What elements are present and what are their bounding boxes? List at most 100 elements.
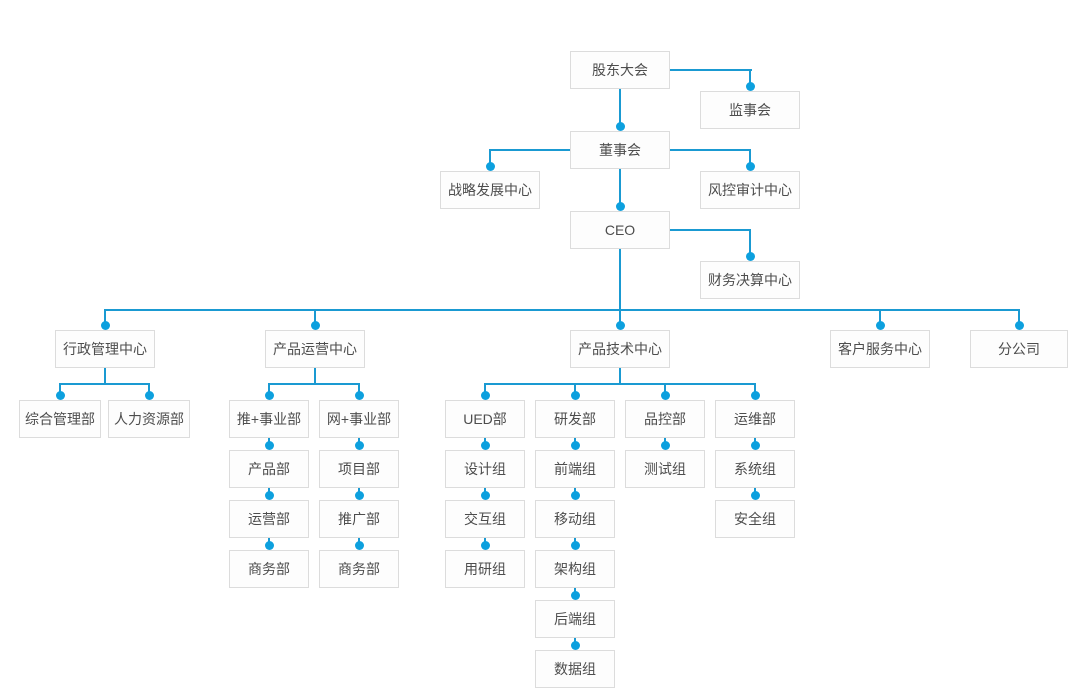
connector-dot <box>145 391 154 400</box>
connector-line <box>484 383 756 385</box>
connector-dot <box>571 541 580 550</box>
connector-dot <box>265 391 274 400</box>
org-node-project-dept: 项目部 <box>319 450 399 488</box>
connector-dot <box>571 491 580 500</box>
org-node-tui-business-unit: 推+事业部 <box>229 400 309 438</box>
connector-line <box>104 367 106 385</box>
connector-line <box>314 309 316 326</box>
connector-dot <box>355 391 364 400</box>
connector-line <box>358 383 360 396</box>
org-node-risk-audit-center: 风控审计中心 <box>700 171 800 209</box>
org-node-wang-business-unit: 网+事业部 <box>319 400 399 438</box>
connector-dot <box>571 641 580 650</box>
connector-dot <box>355 541 364 550</box>
org-node-customer-service-center: 客户服务中心 <box>830 330 930 368</box>
connector-line <box>749 149 751 167</box>
org-node-product-dept: 产品部 <box>229 450 309 488</box>
org-node-quality-control-dept: 品控部 <box>625 400 705 438</box>
connector-line <box>268 383 270 396</box>
org-node-testing-group: 测试组 <box>625 450 705 488</box>
connector-line <box>148 383 150 396</box>
connector-dot <box>311 321 320 330</box>
connector-dot <box>486 162 495 171</box>
org-node-design-group: 设计组 <box>445 450 525 488</box>
org-node-business-dept-tui: 商务部 <box>229 550 309 588</box>
connector-dot <box>661 391 670 400</box>
org-node-general-management-dept: 综合管理部 <box>19 400 101 438</box>
org-node-backend-group: 后端组 <box>535 600 615 638</box>
org-node-strategy-development-center: 战略发展中心 <box>440 171 540 209</box>
org-node-ceo: CEO <box>570 211 670 249</box>
connector-line <box>619 367 621 385</box>
connector-dot <box>616 202 625 211</box>
org-node-architecture-group: 架构组 <box>535 550 615 588</box>
org-node-user-research-group: 用研组 <box>445 550 525 588</box>
org-node-branch-company: 分公司 <box>970 330 1068 368</box>
org-node-om-dept: 运维部 <box>715 400 795 438</box>
connector-line <box>669 149 751 151</box>
connector-line <box>489 149 491 167</box>
org-node-board-of-directors: 董事会 <box>570 131 670 169</box>
connector-dot <box>481 541 490 550</box>
org-node-admin-management-center: 行政管理中心 <box>55 330 155 368</box>
org-node-rd-dept: 研发部 <box>535 400 615 438</box>
connector-dot <box>746 252 755 261</box>
connector-line <box>619 168 621 207</box>
org-node-product-technology-center: 产品技术中心 <box>570 330 670 368</box>
connector-dot <box>751 441 760 450</box>
connector-dot <box>481 391 490 400</box>
connector-dot <box>355 491 364 500</box>
connector-dot <box>571 591 580 600</box>
connector-line <box>314 367 316 385</box>
connector-line <box>749 69 751 88</box>
org-node-finance-settlement-center: 财务决算中心 <box>700 261 800 299</box>
org-node-system-group: 系统组 <box>715 450 795 488</box>
connector-line <box>669 229 751 231</box>
connector-dot <box>265 491 274 500</box>
connector-dot <box>571 441 580 450</box>
connector-dot <box>355 441 364 450</box>
connector-line <box>104 309 106 326</box>
connector-dot <box>265 541 274 550</box>
connector-dot <box>746 162 755 171</box>
org-node-human-resources-dept: 人力资源部 <box>108 400 190 438</box>
connector-line <box>619 248 621 311</box>
org-node-operations-dept: 运营部 <box>229 500 309 538</box>
connector-line <box>754 383 756 396</box>
org-node-shareholders-meeting: 股东大会 <box>570 51 670 89</box>
connector-line <box>619 309 621 326</box>
org-node-product-operations-center: 产品运营中心 <box>265 330 365 368</box>
connector-dot <box>751 391 760 400</box>
org-node-promotion-dept: 推广部 <box>319 500 399 538</box>
connector-dot <box>616 122 625 131</box>
org-node-security-group: 安全组 <box>715 500 795 538</box>
org-node-supervisory-board: 监事会 <box>700 91 800 129</box>
connector-line <box>484 383 486 396</box>
connector-dot <box>265 441 274 450</box>
connector-line <box>664 383 666 396</box>
connector-dot <box>1015 321 1024 330</box>
connector-dot <box>481 441 490 450</box>
connector-line <box>268 383 360 385</box>
connector-line <box>669 69 752 71</box>
connector-dot <box>571 391 580 400</box>
connector-line <box>574 383 576 396</box>
connector-dot <box>751 491 760 500</box>
org-node-frontend-group: 前端组 <box>535 450 615 488</box>
connector-line <box>619 88 621 127</box>
org-node-business-dept-wang: 商务部 <box>319 550 399 588</box>
org-node-ued-dept: UED部 <box>445 400 525 438</box>
connector-dot <box>746 82 755 91</box>
connector-line <box>489 149 571 151</box>
org-node-data-group: 数据组 <box>535 650 615 688</box>
connector-line <box>59 383 150 385</box>
connector-dot <box>616 321 625 330</box>
org-node-interaction-group: 交互组 <box>445 500 525 538</box>
connector-dot <box>876 321 885 330</box>
connector-line <box>104 309 1020 311</box>
connector-dot <box>56 391 65 400</box>
connector-dot <box>481 491 490 500</box>
connector-line <box>749 229 751 257</box>
org-node-mobile-group: 移动组 <box>535 500 615 538</box>
